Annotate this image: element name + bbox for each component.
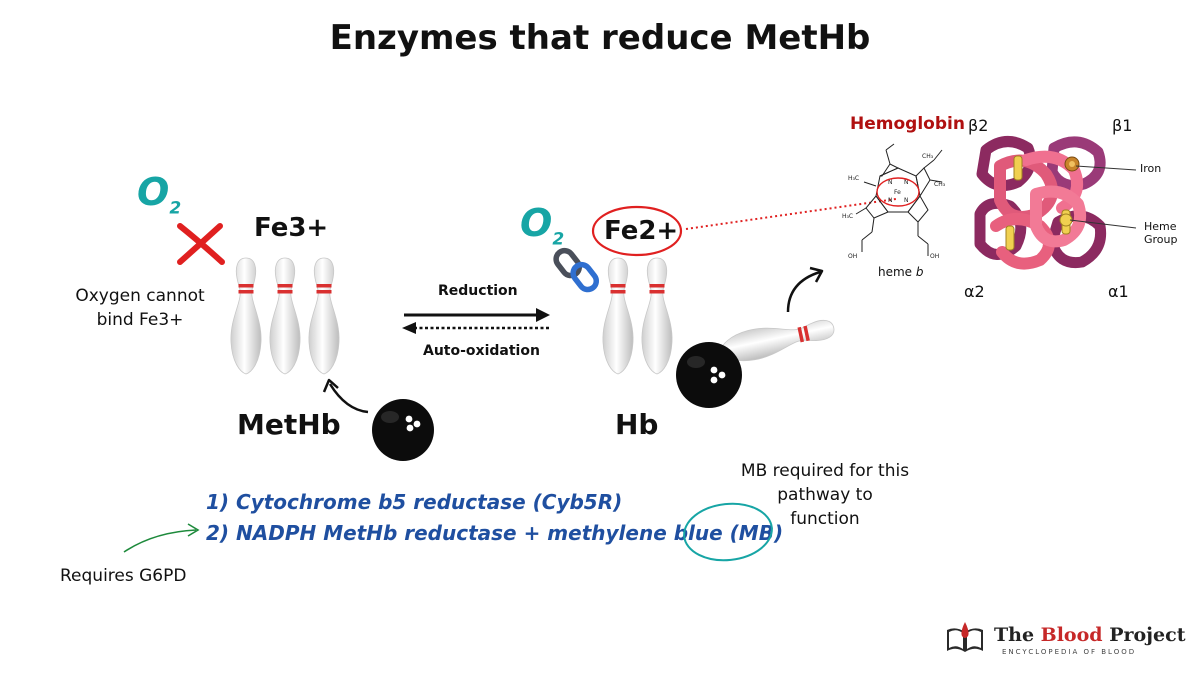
- book-blood-drop-icon: [947, 622, 983, 652]
- mb-teal-circle: [683, 502, 773, 562]
- bowling-ball-icon: [676, 342, 742, 408]
- svg-text:OH: OH: [848, 253, 857, 260]
- svg-text:CH₃: CH₃: [922, 153, 934, 160]
- red-x-icon: [177, 223, 225, 265]
- curved-arrow-icon: [322, 378, 369, 414]
- fe2-label: Fe2+: [604, 216, 679, 246]
- svg-text:N: N: [888, 179, 893, 186]
- hb-label: Hb: [615, 408, 659, 441]
- chain-label-alpha2: α2: [964, 282, 985, 301]
- svg-text:H₃C: H₃C: [848, 175, 859, 182]
- svg-text:H₃C: H₃C: [842, 213, 853, 220]
- logo-tagline: ENCYCLOPEDIA OF BLOOD: [1002, 648, 1137, 656]
- heme-group-callout: Heme Group: [1144, 220, 1178, 246]
- chain-label-beta1: β1: [1112, 116, 1133, 135]
- reduction-label: Reduction: [438, 283, 518, 299]
- chain-label-beta2: β2: [968, 116, 989, 135]
- heme-b-caption: heme b: [878, 265, 924, 279]
- hemoglobin-title: Hemoglobin: [850, 114, 965, 134]
- oxygen-symbol-left: O2: [137, 170, 182, 219]
- enzyme-item-1: 1) Cytochrome b5 reductase (Cyb5R): [206, 490, 623, 514]
- chain-label-alpha1: α1: [1108, 282, 1129, 301]
- enzyme-list: 1) Cytochrome b5 reductase (Cyb5R) 2) NA…: [206, 487, 783, 549]
- page-title: Enzymes that reduce MetHb: [329, 18, 871, 58]
- fe3-label: Fe3+: [254, 213, 329, 243]
- oxygen-cannot-bind-note: Oxygen cannot bind Fe3+: [75, 286, 205, 330]
- bowling-pins-three: [230, 257, 340, 375]
- heme-iron-label: Fe: [894, 189, 901, 196]
- svg-text:N: N: [904, 197, 909, 204]
- hemoglobin-protein-illustration: [974, 136, 1137, 270]
- mb-required-note: MB required for this pathway to function: [740, 461, 910, 529]
- methb-label: MetHb: [237, 408, 341, 441]
- bowling-ball-icon: [372, 399, 434, 461]
- bowling-pins-two: [602, 257, 673, 375]
- oxygen-symbol-right: O2: [520, 201, 565, 250]
- dotted-connector-line: [685, 198, 897, 230]
- requires-g6pd-note: Requires G6PD: [60, 566, 187, 586]
- auto-oxidation-label: Auto-oxidation: [423, 343, 540, 359]
- heme-b-structure: H₃C CH₃ H₃C CH₃ OH OH N N N N Fe: [842, 143, 946, 260]
- svg-text:N: N: [904, 179, 909, 186]
- reaction-arrows: [402, 308, 550, 334]
- svg-text:N: N: [888, 197, 893, 204]
- logo-wordmark: The Blood Project: [994, 624, 1186, 646]
- iron-callout: Iron: [1140, 162, 1162, 175]
- green-arrow-icon: [123, 523, 200, 553]
- svg-text:OH: OH: [930, 253, 939, 260]
- curved-arrow-icon: [786, 266, 824, 313]
- fe2-red-circle: [591, 205, 683, 257]
- svg-text:CH₃: CH₃: [934, 181, 946, 188]
- chain-link-icon: [553, 247, 600, 293]
